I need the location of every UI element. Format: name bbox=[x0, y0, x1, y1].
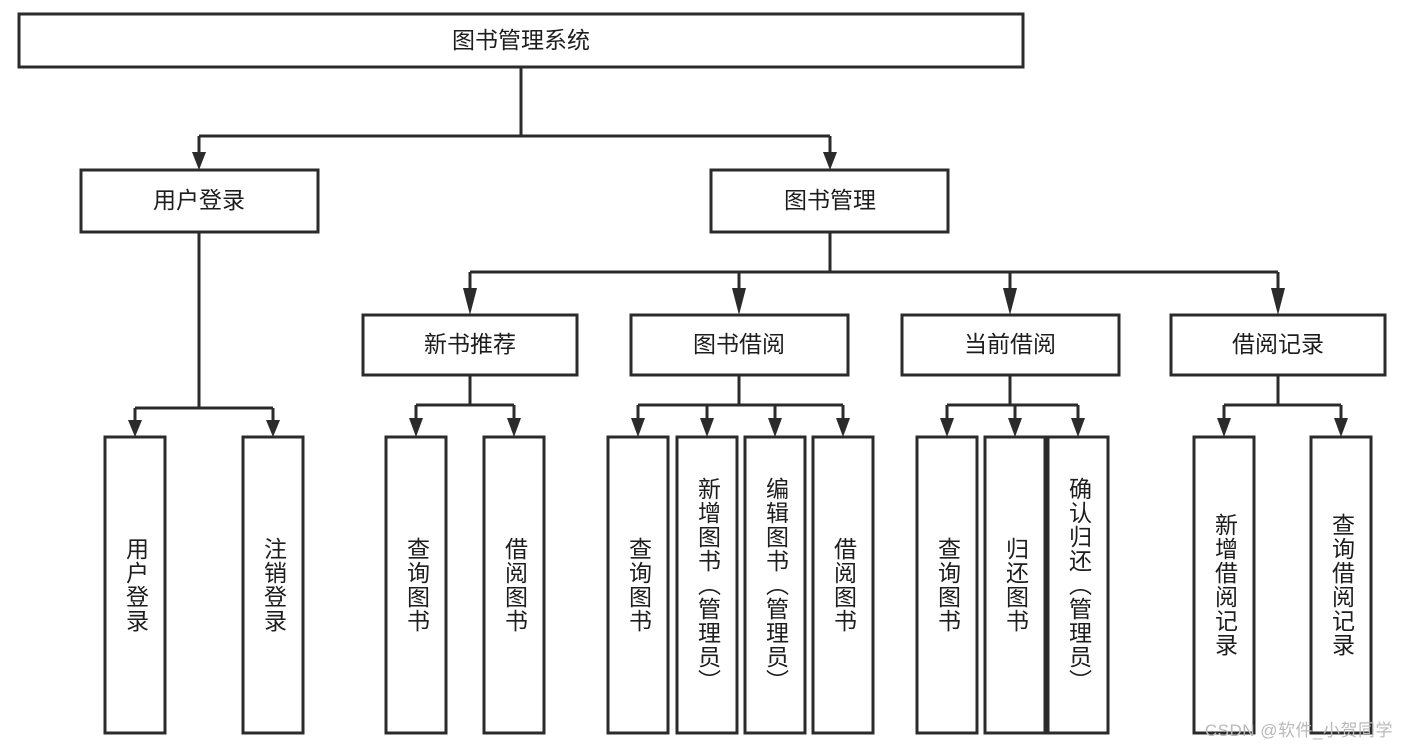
arrow-head-user-login bbox=[192, 152, 206, 170]
arrow-head-leaf-query-book bbox=[631, 418, 645, 437]
connector-group-book-borrow-to-leaves bbox=[631, 375, 850, 437]
arrow-head-leaf-user-logout bbox=[266, 420, 280, 437]
node-user-login[interactable]: 用户登录 bbox=[79, 168, 320, 234]
arrow-head-leaf-query-book-cur bbox=[940, 418, 954, 437]
node-root-label: 图书管理系统 bbox=[452, 27, 590, 53]
node-root-box[interactable] bbox=[17, 12, 1025, 69]
leaf-node-boxes bbox=[103, 435, 1373, 735]
csdn-watermark: CSDN @软件_小贺同学 bbox=[1204, 721, 1393, 740]
arrow-head-leaf-query-book-rec bbox=[409, 418, 423, 437]
node-user-login-box[interactable] bbox=[79, 168, 320, 234]
arrow-head-leaf-query-record bbox=[1334, 418, 1348, 437]
node-current-borrow-label: 当前借阅 bbox=[964, 331, 1056, 357]
leaf-user-logout-box[interactable] bbox=[241, 435, 305, 735]
arrow-head-leaf-add-record bbox=[1217, 418, 1231, 437]
node-new-book-recommend-label: 新书推荐 bbox=[424, 331, 516, 357]
node-borrow-record-box[interactable] bbox=[1169, 313, 1387, 377]
node-book-manage-label: 图书管理 bbox=[784, 187, 876, 213]
connector-group-current-borrow-to-leaves bbox=[940, 375, 1085, 437]
node-user-login-label: 用户登录 bbox=[153, 187, 245, 213]
arrow-head-leaf-return-book bbox=[1008, 418, 1022, 437]
leaf-add-record-box[interactable] bbox=[1192, 435, 1256, 735]
leaf-borrow-book-box[interactable] bbox=[811, 435, 875, 735]
leaf-query-record-box[interactable] bbox=[1309, 435, 1373, 735]
arrow-head-leaf-borrow-book bbox=[836, 418, 850, 437]
arrow-head-leaf-add-book bbox=[700, 418, 714, 437]
node-current-borrow[interactable]: 当前借阅 bbox=[900, 313, 1121, 377]
leaf-add-book-box[interactable] bbox=[675, 435, 739, 735]
node-new-book-recommend-box[interactable] bbox=[361, 313, 579, 377]
node-current-borrow-box[interactable] bbox=[900, 313, 1121, 377]
node-book-borrow-label: 图书借阅 bbox=[693, 331, 785, 357]
leaf-edit-book-box[interactable] bbox=[743, 435, 807, 735]
node-book-borrow[interactable]: 图书借阅 bbox=[629, 313, 850, 377]
arrow-head-new-book-recommend bbox=[463, 288, 477, 315]
leaf-query-book-rec-box[interactable] bbox=[384, 435, 448, 735]
connector-group-root-to-level2 bbox=[192, 67, 837, 170]
arrow-head-book-manage bbox=[823, 152, 837, 170]
node-borrow-record-label: 借阅记录 bbox=[1232, 331, 1324, 357]
node-book-manage[interactable]: 图书管理 bbox=[709, 168, 950, 234]
arrow-head-book-borrow bbox=[732, 288, 746, 315]
arrow-head-leaf-user-login bbox=[128, 420, 142, 437]
connector-group-new-book-recommend-to-leaves bbox=[409, 375, 521, 437]
node-root[interactable]: 图书管理系统 bbox=[17, 12, 1025, 69]
leaf-return-book-box[interactable] bbox=[983, 435, 1047, 735]
node-new-book-recommend[interactable]: 新书推荐 bbox=[361, 313, 579, 377]
arrow-head-current-borrow bbox=[1003, 288, 1017, 315]
leaf-borrow-book-rec-box[interactable] bbox=[482, 435, 546, 735]
arrow-head-borrow-record bbox=[1271, 288, 1285, 315]
node-book-borrow-box[interactable] bbox=[629, 313, 850, 377]
connector-group-borrow-record-to-leaves bbox=[1217, 375, 1348, 437]
leaf-confirm-return-box[interactable] bbox=[1046, 435, 1110, 735]
arrow-head-leaf-borrow-book-rec bbox=[507, 418, 521, 437]
leaf-user-login-box[interactable] bbox=[103, 435, 167, 735]
leaf-query-book-box[interactable] bbox=[606, 435, 670, 735]
connector-group-book-manage-to-level3 bbox=[463, 232, 1285, 315]
arrow-head-leaf-confirm-return bbox=[1071, 418, 1085, 437]
leaf-query-book-cur-box[interactable] bbox=[915, 435, 979, 735]
node-book-manage-box[interactable] bbox=[709, 168, 950, 234]
connector-group-user-login-to-leaves bbox=[128, 232, 280, 437]
node-borrow-record[interactable]: 借阅记录 bbox=[1169, 313, 1387, 377]
arrow-head-leaf-edit-book bbox=[768, 418, 782, 437]
